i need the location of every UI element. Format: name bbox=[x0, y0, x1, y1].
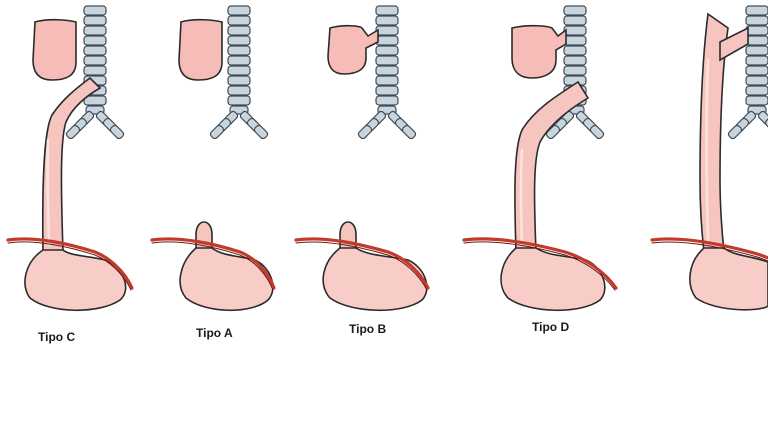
type-label: Tipo D bbox=[532, 320, 569, 334]
diaphragm bbox=[462, 237, 618, 290]
diaphragm bbox=[6, 237, 134, 290]
type-label: Tipo C bbox=[38, 330, 75, 344]
stomach bbox=[179, 247, 274, 312]
panel-tipo-a: Tipo A bbox=[150, 5, 276, 340]
stomach bbox=[322, 247, 428, 312]
stomach bbox=[24, 249, 127, 312]
trachea bbox=[209, 5, 269, 140]
stomach bbox=[689, 247, 768, 311]
upper-pouch-with-fistula bbox=[327, 24, 379, 75]
trachea bbox=[357, 5, 417, 140]
panel-tipo-c: Tipo C bbox=[6, 5, 134, 344]
type-label: Tipo B bbox=[349, 322, 386, 336]
tracheo-esophageal-fistula bbox=[719, 26, 749, 62]
upper-pouch-with-fistula bbox=[511, 24, 567, 79]
stomach bbox=[500, 247, 606, 312]
upper-esophageal-pouch bbox=[32, 18, 77, 81]
diaphragm bbox=[150, 237, 276, 290]
diaphragm bbox=[294, 237, 430, 290]
trachea bbox=[727, 5, 768, 140]
type-label: Tipo A bbox=[196, 326, 233, 340]
diaphragm bbox=[650, 237, 768, 260]
panel-partial-right bbox=[650, 5, 768, 311]
panel-tipo-d: Tipo D bbox=[462, 5, 618, 334]
panel-tipo-b: Tipo B bbox=[294, 5, 430, 336]
upper-esophageal-pouch bbox=[178, 18, 223, 81]
